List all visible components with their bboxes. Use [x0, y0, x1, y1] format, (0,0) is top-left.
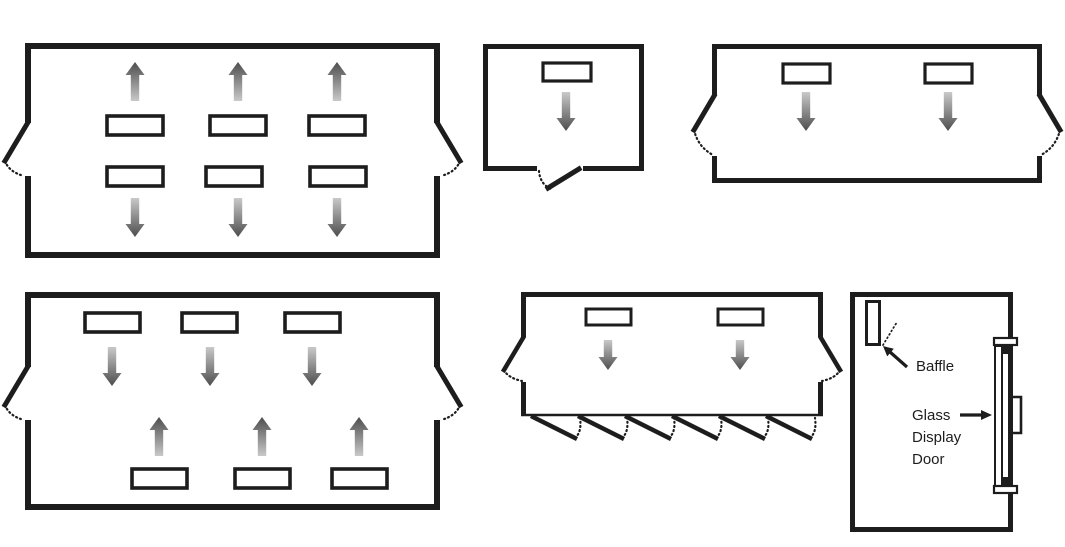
- door-swing-arc: [3, 159, 26, 178]
- supply-vent: [541, 61, 593, 83]
- baffle-pointer-arrow: [888, 350, 909, 369]
- door-pointer-arrowhead: [981, 410, 992, 420]
- open-front-door-flap: [623, 413, 673, 442]
- door-opening-right: [433, 367, 443, 420]
- open-door-flap: [434, 364, 464, 409]
- open-door-flap: [434, 120, 464, 165]
- door-bottom-hinge: [1002, 477, 1011, 487]
- cooler-plan-top-left: [1, 43, 464, 258]
- door-top-bracket: [992, 336, 1019, 347]
- supply-vent: [180, 311, 239, 334]
- door-swing-arc: [714, 416, 723, 440]
- door-opening-left: [519, 337, 528, 382]
- door-swing-arc: [820, 368, 842, 383]
- door-swing-arc: [439, 159, 462, 178]
- door-opening-front: [537, 163, 583, 173]
- supply-vent: [283, 311, 342, 334]
- supply-vent: [105, 165, 165, 188]
- open-door-flap: [544, 165, 583, 192]
- glass-display-door: [994, 345, 1003, 487]
- open-front-door-flap: [529, 413, 579, 442]
- supply-vent: [105, 114, 165, 137]
- supply-vent: [233, 467, 292, 490]
- cooler-plan-top-right: [690, 44, 1064, 183]
- door-top-hinge: [1002, 344, 1011, 354]
- door-swing-arc: [620, 416, 629, 440]
- door-swing-arc: [439, 403, 462, 422]
- glass-display-door-label-line3: Door: [912, 451, 945, 468]
- open-front-door-flap: [576, 413, 626, 442]
- supply-vent: [923, 62, 974, 85]
- door-opening-left: [22, 367, 32, 420]
- door-swing-arc: [573, 416, 582, 440]
- open-door-flap: [690, 92, 718, 134]
- baffle: [865, 300, 881, 346]
- supply-vent: [208, 114, 268, 137]
- glass-display-door-label-line2: Display: [912, 429, 962, 446]
- supply-vent: [781, 62, 832, 85]
- cooler-plan-bottom-left: [1, 292, 464, 510]
- door-swing-arc: [1039, 128, 1062, 157]
- case-outline: [521, 292, 823, 414]
- supply-vent: [330, 467, 389, 490]
- open-front-door-flap: [670, 413, 720, 442]
- supply-vent: [204, 165, 264, 188]
- supply-vent: [307, 114, 367, 137]
- supply-vent: [584, 307, 633, 327]
- baffle-angle-dotted-line: [882, 321, 898, 346]
- baffle-pointer-arrowhead: [883, 346, 894, 357]
- baffle-label: Baffle: [916, 358, 954, 375]
- door-swing-arc: [808, 416, 817, 440]
- supply-vent: [716, 307, 765, 327]
- open-front-door-flap: [764, 413, 814, 442]
- case-outline: [712, 44, 1042, 183]
- cooler-plan-bottom-center: [500, 292, 844, 442]
- door-swing-arc: [537, 169, 553, 191]
- open-front-door-flap: [717, 413, 767, 442]
- door-swing-arc: [667, 416, 676, 440]
- door-bottom-bracket: [992, 484, 1019, 495]
- open-door-flap: [1, 364, 31, 409]
- case-outline: [25, 43, 440, 258]
- door-opening-right: [816, 337, 825, 382]
- supply-vent: [83, 311, 142, 334]
- supply-vent: [130, 467, 189, 490]
- glass-display-door-label-line1: Glass: [912, 407, 950, 424]
- open-door-flap: [500, 334, 527, 374]
- door-handle: [1013, 395, 1023, 435]
- display-case-with-glass-door: Baffle Glass Display Door: [850, 292, 1023, 532]
- cooler-plan-top-center: [483, 44, 644, 192]
- door-opening-left: [710, 95, 719, 156]
- door-opening-left: [22, 123, 32, 176]
- door-swing-arc: [692, 128, 715, 157]
- supply-vent: [308, 165, 368, 188]
- open-door-flap: [817, 334, 844, 374]
- door-opening-right: [433, 123, 443, 176]
- door-swing-arc: [761, 416, 770, 440]
- door-opening-right: [1036, 95, 1045, 156]
- open-door-flap: [1, 120, 31, 165]
- door-swing-arc: [502, 368, 524, 383]
- open-door-flap: [1036, 92, 1064, 134]
- door-swing-arc: [3, 403, 26, 422]
